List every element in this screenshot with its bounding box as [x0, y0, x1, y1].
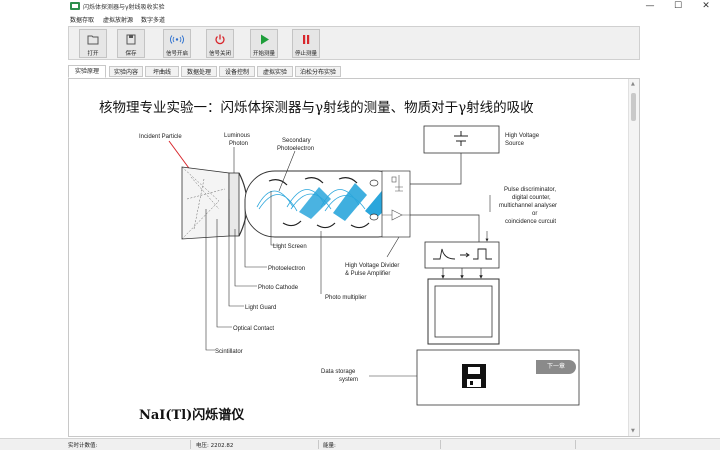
tab-plateau[interactable]: 坪曲线: [145, 66, 179, 77]
maximize-button[interactable]: ☐: [673, 1, 683, 11]
data-storage-box: [416, 349, 580, 406]
label-light-guard: Light Guard: [245, 305, 276, 311]
anode-lower: [369, 213, 379, 221]
signal-on-label: 信号开启: [165, 51, 188, 57]
light-guard: [228, 172, 240, 237]
tab-principle[interactable]: 实验原理: [68, 65, 106, 78]
label-light-screen: Light Screen: [273, 244, 307, 250]
vertical-scrollbar[interactable]: ▲ ▼: [628, 79, 639, 436]
label-source: Source: [505, 141, 525, 147]
signal-off-button[interactable]: 信号关闭: [206, 29, 234, 58]
label-pulse-1: Pulse discriminator,: [504, 187, 556, 193]
menu-data-access[interactable]: 数据存取: [70, 17, 95, 24]
detector-diagram: Incident Particle Luminous Photon Second…: [139, 125, 580, 406]
save-icon: [126, 34, 136, 45]
tab-data-processing[interactable]: 数据处理: [181, 66, 217, 77]
window-title: 闪烁体探测器与γ射线吸收实验: [83, 4, 165, 11]
signal-icon: [170, 35, 184, 44]
label-high-voltage: High Voltage: [505, 133, 540, 139]
app-icon: [70, 2, 80, 10]
anode: [369, 179, 379, 187]
label-secondary: Secondary: [282, 138, 311, 144]
signal-off-label: 信号关闭: [208, 51, 231, 57]
toolbar: 打开 保存 信号开启 信号关闭 开始测量 停止测量: [68, 26, 640, 60]
section-subtitle: NaI(Tl)闪烁谱仪: [139, 408, 245, 423]
scroll-down-icon[interactable]: ▼: [631, 428, 635, 434]
tab-device-control[interactable]: 设备控制: [219, 66, 255, 77]
label-data-storage: Data storage: [321, 369, 356, 375]
label-photon: Photon: [229, 141, 248, 147]
start-measure-button[interactable]: 开始测量: [250, 29, 278, 58]
save-button[interactable]: 保存: [117, 29, 145, 58]
scintillator-crystal: [181, 166, 230, 240]
start-measure-label: 开始测量: [252, 51, 275, 57]
stop-measure-label: 停止测量: [294, 51, 317, 57]
close-button[interactable]: ✕: [702, 1, 710, 11]
status-voltage: 电压: 2202.82: [196, 443, 234, 449]
scroll-thumb[interactable]: [631, 93, 636, 121]
menu-digital-mca[interactable]: 数字多道: [141, 17, 166, 24]
label-scintillator: Scintillator: [215, 349, 243, 355]
dynodes: [268, 177, 370, 229]
tab-poisson[interactable]: 泊松分布实验: [295, 66, 341, 77]
data-arrows: [441, 268, 483, 279]
menu-virtual-source[interactable]: 虚拟放射源: [103, 17, 134, 24]
label-pulse-5: coincidence curcuit: [505, 219, 556, 225]
scroll-up-icon[interactable]: ▲: [631, 81, 635, 87]
play-icon: [261, 34, 269, 45]
open-label: 打开: [87, 51, 99, 57]
monitor-screen: [434, 285, 493, 338]
open-button[interactable]: 打开: [79, 29, 107, 58]
power-icon: [215, 34, 225, 45]
label-luminous: Luminous: [224, 133, 250, 139]
status-realtime-count: 实时计数值:: [68, 443, 98, 449]
hv-source-box: [423, 125, 500, 154]
title-bar: 闪烁体探测器与γ射线吸收实验 — ☐ ✕: [0, 0, 720, 14]
next-chapter-button[interactable]: 下一章: [536, 360, 576, 374]
label-pulse-amplifier: & Pulse Amplifier: [345, 271, 390, 277]
divider-symbols: [382, 175, 410, 221]
minimize-button[interactable]: —: [645, 1, 655, 11]
signal-wire: [410, 214, 480, 242]
label-photoelectron-secondary: Photoelectron: [277, 146, 314, 152]
label-pulse-3: multichannel analyser: [499, 203, 557, 209]
stop-measure-button[interactable]: 停止测量: [292, 29, 320, 58]
battery-symbol: [454, 131, 468, 146]
label-optical-contact: Optical Contact: [233, 326, 274, 332]
label-system: system: [339, 377, 358, 383]
pulse-shape-icon: [433, 248, 492, 260]
signal-on-button[interactable]: 信号开启: [163, 29, 191, 58]
content-panel: 核物理专业实验一：闪烁体探测器与γ射线的测量、物质对于γ射线的吸收: [68, 78, 640, 437]
label-incident-particle: Incident Particle: [139, 134, 182, 140]
status-energy: 能量:: [323, 443, 336, 449]
floppy-disk-icon: [462, 364, 486, 388]
label-pulse-2: digital counter,: [512, 195, 551, 201]
leader-lines: [205, 147, 491, 351]
tab-virtual-experiment[interactable]: 虚拟实验: [257, 66, 293, 77]
pause-icon: [303, 35, 310, 44]
label-photoelectron: Photoelectron: [268, 266, 305, 272]
tab-content[interactable]: 实验内容: [109, 66, 143, 77]
status-bar: 实时计数值: 电压: 2202.82 能量:: [0, 438, 720, 450]
label-photo-multiplier: Photo multiplier: [325, 295, 366, 301]
hv-wire: [410, 153, 462, 185]
folder-icon: [87, 35, 99, 45]
label-hv-divider: High Voltage Divider: [345, 263, 399, 269]
label-photo-cathode: Photo Cathode: [258, 285, 299, 291]
save-label: 保存: [125, 51, 137, 57]
menu-bar: 数据存取 虚拟放射源 数字多道: [0, 14, 720, 25]
label-pulse-4: or: [532, 211, 537, 217]
page-title: 核物理专业实验一：闪烁体探测器与γ射线的测量、物质对于γ射线的吸收: [99, 100, 534, 116]
